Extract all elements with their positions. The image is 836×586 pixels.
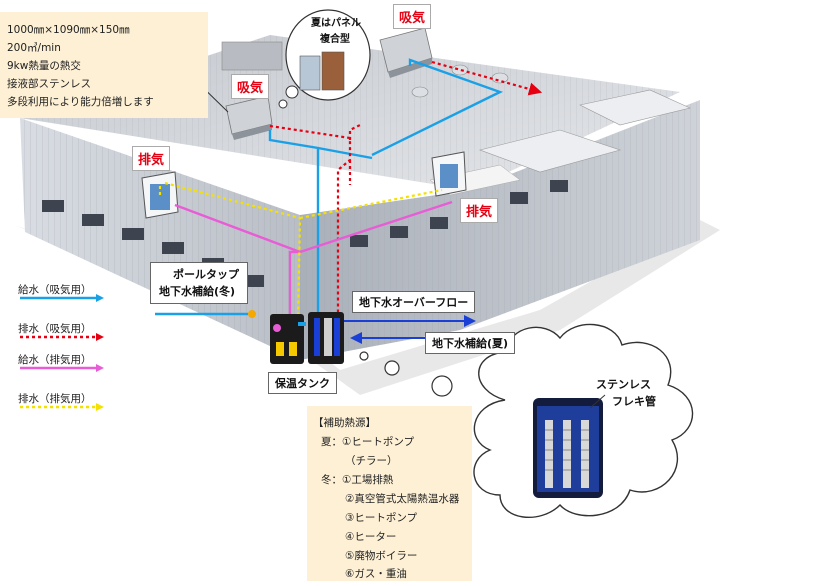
insulated-tank-pair [270, 312, 344, 364]
legend-label: 排水（排気用） [18, 393, 92, 405]
overflow-label: 地下水オーバーフロー [352, 291, 476, 313]
heat-source-title: 【補助熱源】 [313, 417, 376, 429]
spec-callout: 1000㎜×1090㎜×150㎜ 200㎥/min 9kw熱量の熱交 接液部ステ… [0, 12, 208, 118]
heat-source-line: ③ヒートポンプ [345, 512, 418, 524]
insulated-tank-label: 保温タンク [268, 372, 337, 394]
legend-label: 給水（排気用） [18, 354, 92, 366]
legend-label: 排水（吸気用） [18, 323, 92, 335]
spec-line: 多段利用により能力倍増します [7, 96, 154, 108]
canopy [579, 89, 691, 126]
pole-tap-label-line: 地下水補給(冬) [159, 285, 236, 298]
legend-label: 給水（吸気用） [18, 284, 92, 296]
heat-source-line: ②真空管式太陽熱温水器 [345, 493, 460, 505]
spec-line: 9kw熱量の熱交 [7, 60, 81, 72]
pipe-drain-intake [269, 60, 543, 320]
exhaust-label: 排気 [132, 146, 171, 171]
heat-source-line: ④ヒーター [345, 531, 397, 543]
rooftop-unit [221, 41, 283, 71]
summer-panel-label: 複合型 [320, 34, 350, 45]
ground-shadow [15, 220, 720, 395]
stainless-label: ステンレス [596, 378, 651, 391]
spec-line: 接液部ステンレス [7, 78, 91, 90]
summer-supply-label: 地下水補給(夏) [425, 332, 516, 354]
summer-panel-bubble [278, 9, 371, 109]
heat-source-line: （チラー） [345, 455, 398, 467]
pipe-supply-intake [268, 58, 504, 320]
legend-lines [20, 294, 104, 411]
spec-line: 200㎥/min [7, 42, 61, 54]
spec-line: 1000㎜×1090㎜×150㎜ [7, 24, 130, 36]
intake-label: 吸気 [393, 4, 432, 29]
pipe-drain-exhaust [158, 181, 443, 321]
intake-label: 吸気 [231, 74, 270, 99]
heat-source-line: ⑥ガス・重油 [345, 568, 407, 580]
heat-source-line: 夏：①ヒートポンプ [321, 436, 415, 448]
heat-source-line: 冬：①工場排熱 [321, 474, 394, 486]
exhaust-exchanger-unit [431, 151, 467, 197]
exhaust-label: 排気 [460, 198, 499, 223]
intake-exchanger-unit [225, 95, 273, 140]
stainless-pipe-bubble [359, 323, 694, 519]
pole-tap-label: ポールタップ 地下水補給(冬) [150, 262, 248, 304]
canopy [478, 129, 622, 173]
heat-source-line: ⑤廃物ボイラー [345, 550, 418, 562]
pole-tap-label-line: ポールタップ [173, 268, 239, 281]
summer-panel-label: 夏はパネル [311, 18, 361, 29]
heat-source-callout: 【補助熱源】 夏：①ヒートポンプ （チラー） 冬：①工場排熱 ②真空管式太陽熱温… [307, 406, 472, 581]
stainless-label: フレキ管 [612, 395, 656, 408]
pipe-supply-exhaust [174, 200, 453, 320]
